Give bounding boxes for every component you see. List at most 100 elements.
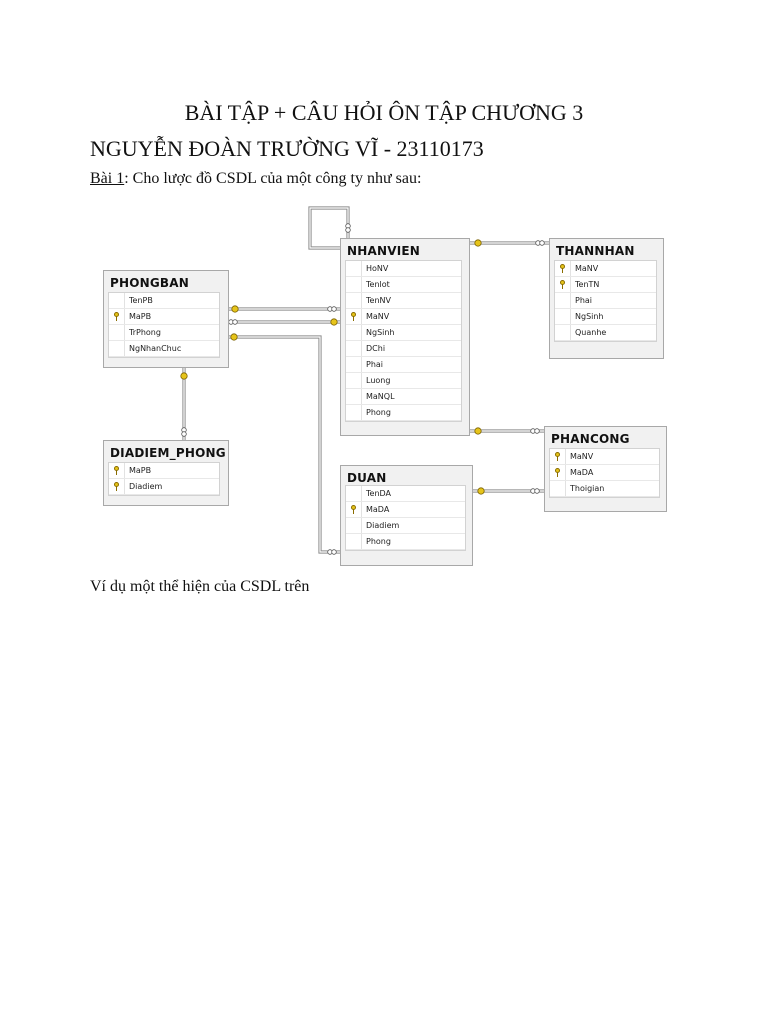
column-row: MaDA: [550, 465, 659, 481]
column-name: Thoigian: [570, 484, 605, 493]
column-name: HoNV: [366, 264, 389, 273]
column-row: Phai: [346, 357, 461, 373]
primary-key-icon: [114, 482, 119, 491]
row-selector: [346, 389, 362, 404]
row-selector: [109, 309, 125, 324]
column-row: Diadiem: [346, 518, 465, 534]
key-end-symbol: [330, 318, 338, 326]
row-selector: [346, 261, 362, 276]
row-selector: [109, 341, 125, 356]
column-row: HoNV: [346, 261, 461, 277]
column-row: Quanhe: [555, 325, 656, 341]
row-selector: [109, 463, 125, 478]
row-selector: [555, 293, 571, 308]
exercise-statement: Bài 1: Cho lược đồ CSDL của một công ty …: [90, 170, 421, 188]
many-end-symbol: [530, 428, 540, 434]
row-selector: [109, 325, 125, 340]
column-row: NgSinh: [346, 325, 461, 341]
column-name: MaNV: [575, 264, 599, 273]
column-name: MaPB: [129, 466, 152, 475]
column-name: Luong: [366, 376, 391, 385]
primary-key-icon: [555, 468, 560, 477]
row-selector: [555, 325, 571, 340]
column-name: NgNhanChuc: [129, 344, 182, 353]
row-selector: [346, 357, 362, 372]
row-selector: [346, 325, 362, 340]
row-selector: [346, 502, 362, 517]
row-selector: [346, 309, 362, 324]
column-row: TenDA: [346, 486, 465, 502]
column-name: TenNV: [366, 296, 391, 305]
row-selector: [346, 518, 362, 533]
row-selector: [109, 479, 125, 494]
row-selector: [346, 486, 362, 501]
column-row: MaDA: [346, 502, 465, 518]
key-end-symbol: [474, 427, 482, 435]
table-name: DUAN: [347, 471, 387, 485]
row-selector: [346, 293, 362, 308]
many-end-symbol: [181, 427, 187, 437]
primary-key-icon: [351, 312, 356, 321]
many-end-symbol: [327, 306, 337, 312]
column-row: TenPB: [109, 293, 219, 309]
column-row: DChi: [346, 341, 461, 357]
column-name: MaNQL: [366, 392, 395, 401]
row-selector: [555, 277, 571, 292]
key-end-symbol: [231, 305, 239, 313]
column-row: NgNhanChuc: [109, 341, 219, 357]
column-name: Phai: [575, 296, 593, 305]
column-row: MaNV: [555, 261, 656, 277]
row-selector: [346, 277, 362, 292]
column-row: Diadiem: [109, 479, 219, 495]
column-name: TenDA: [366, 489, 392, 498]
column-row: MaPB: [109, 309, 219, 325]
column-name: MaNV: [366, 312, 390, 321]
exercise-text: : Cho lược đồ CSDL của một công ty như s…: [124, 170, 422, 187]
column-row: TenNV: [346, 293, 461, 309]
column-row: Phong: [346, 405, 461, 421]
column-row: MaNV: [550, 449, 659, 465]
key-end-symbol: [180, 372, 188, 380]
column-name: Phong: [366, 537, 391, 546]
many-end-symbol: [530, 488, 540, 494]
author-line: NGUYỄN ĐOÀN TRƯỜNG VĨ - 23110173: [90, 136, 484, 161]
column-name: Phong: [366, 408, 391, 417]
table-name: PHONGBAN: [110, 276, 190, 290]
column-list: MaNV MaDA Thoigian: [549, 448, 660, 498]
primary-key-icon: [560, 264, 565, 273]
row-selector: [550, 481, 566, 496]
key-end-symbol: [230, 333, 238, 341]
row-selector: [346, 373, 362, 388]
row-selector: [346, 341, 362, 356]
primary-key-icon: [351, 505, 356, 514]
column-name: TenPB: [129, 296, 153, 305]
column-name: MaPB: [129, 312, 152, 321]
column-name: Quanhe: [575, 328, 607, 337]
column-list: MaPB Diadiem: [108, 462, 220, 496]
column-name: MaDA: [366, 505, 390, 514]
column-row: Thoigian: [550, 481, 659, 497]
column-row: MaNV: [346, 309, 461, 325]
key-end-symbol: [474, 239, 482, 247]
column-name: Phai: [366, 360, 384, 369]
column-row: Phai: [555, 293, 656, 309]
many-end-symbol: [345, 223, 351, 233]
many-end-symbol: [228, 319, 238, 325]
column-name: TrPhong: [129, 328, 161, 337]
primary-key-icon: [114, 312, 119, 321]
column-row: Tenlot: [346, 277, 461, 293]
column-name: Tenlot: [366, 280, 390, 289]
column-name: MaDA: [570, 468, 594, 477]
primary-key-icon: [114, 466, 119, 475]
